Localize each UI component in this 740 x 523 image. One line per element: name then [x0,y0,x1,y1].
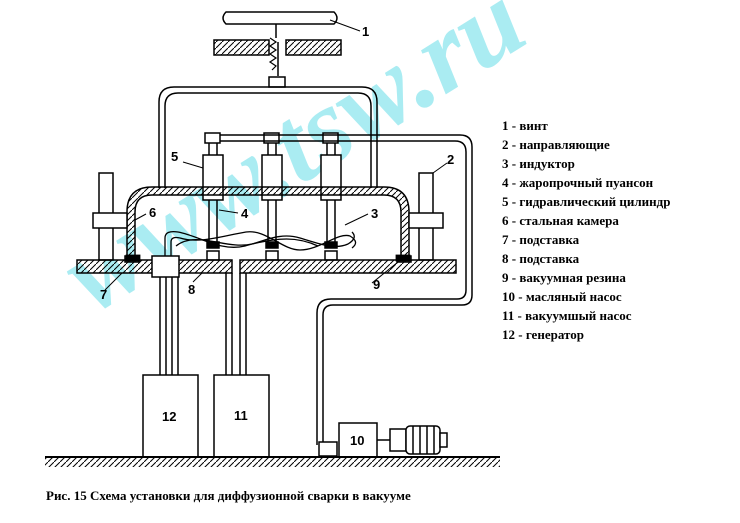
legend-item: 6 - стальная камера [502,213,619,228]
callout-7: 7 [100,287,107,302]
legend-item: 9 - вакуумная резина [502,270,626,285]
figure-caption: Рис. 15 Схема установки для диффузионной… [46,488,411,503]
legend-item: 1 - винт [502,118,548,133]
ground [45,456,500,467]
legend-item: 5 - гидравлический цилиндр [502,194,671,209]
callout-4: 4 [241,206,249,221]
callout-1: 1 [362,24,369,39]
callout-12: 12 [162,409,176,424]
legend-item: 2 - направляющие [502,137,610,152]
generator-box [142,374,199,458]
vacuum-pump-box [213,374,270,458]
top-rail [204,132,473,457]
punches [206,200,338,261]
top-plate [213,39,342,56]
legend-item: 8 - подставка [502,251,580,266]
inductor-coil [164,230,357,258]
callout-3: 3 [371,206,378,221]
screw-handwheel [222,11,338,76]
legend-item: 3 - индуктор [502,156,575,171]
callout-9: 9 [373,277,380,292]
leader-lines [104,19,448,291]
connection-pipes [159,273,247,375]
callout-5: 5 [171,149,178,164]
frame [158,76,378,188]
legend: 1 - винт 2 - направляющие 3 - индуктор 4… [502,116,670,344]
legend-item: 11 - вакуумшый насос [502,308,632,323]
callout-2: 2 [447,152,454,167]
callout-numbers: 1 2 3 4 5 6 7 8 9 10 11 12 [100,24,454,448]
legend-item: 4 - жаропрочный пуансон [502,175,654,190]
oil-pump [338,422,448,458]
vacuum-rubber [125,254,411,262]
legend-item: 12 - генератор [502,327,584,342]
base-plate [76,255,457,278]
callout-8: 8 [188,282,195,297]
legend-item: 7 - подставка [502,232,580,247]
callout-11: 11 [234,408,248,423]
legend-item: 10 - масляный насос [502,289,622,304]
callout-6: 6 [149,205,156,220]
callout-10: 10 [350,433,364,448]
